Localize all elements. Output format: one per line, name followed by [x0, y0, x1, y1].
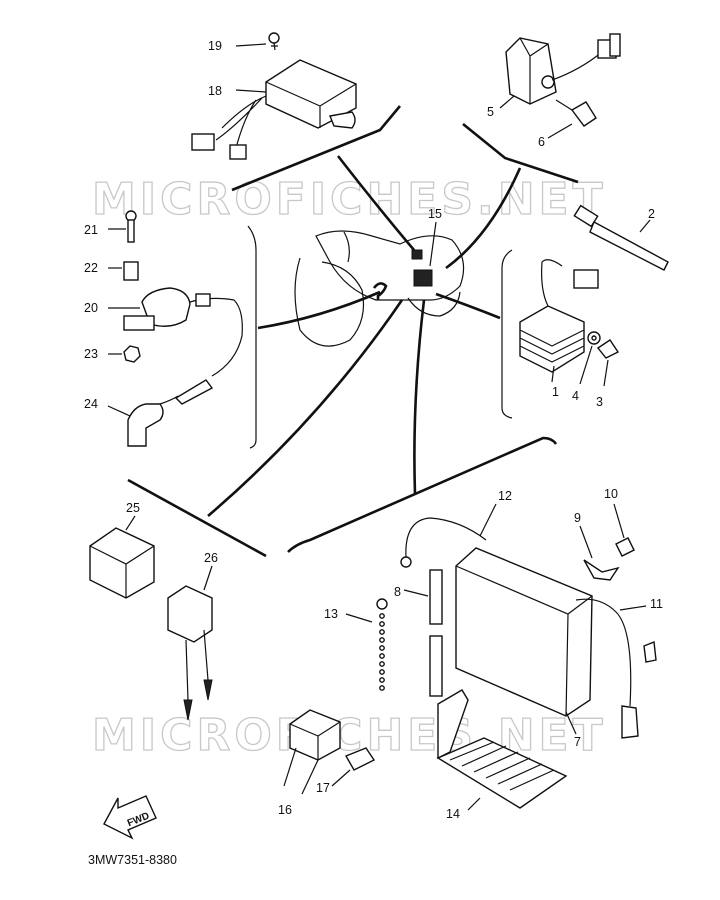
callout-18: 18: [208, 84, 222, 98]
callout-12: 12: [498, 489, 512, 503]
forward-arrow-icon: FWD: [103, 795, 157, 840]
bracket-9: [579, 525, 620, 581]
chain-bead: [379, 645, 385, 651]
ignition-coil-20: [108, 287, 243, 405]
callout-15: 15: [428, 207, 442, 221]
chain-ring: [376, 598, 388, 610]
battery-band-14: [436, 689, 568, 811]
watermark-bottom: MICROFICHES.NET: [92, 710, 607, 761]
breather-tube-8: [403, 569, 443, 697]
connector-17: [331, 747, 376, 787]
watermark-top: MICROFICHES.NET: [92, 174, 607, 225]
bolt-10: [613, 503, 635, 557]
callout-21: 21: [84, 223, 98, 237]
leader-13: [345, 613, 373, 623]
callout-20: 20: [84, 301, 98, 315]
chain-bead: [379, 629, 385, 635]
chain-bead: [379, 661, 385, 667]
relay-25: [89, 515, 155, 599]
callout-23: 23: [84, 347, 98, 361]
collar-22: [108, 261, 139, 281]
cdi-unit-18: [191, 59, 357, 160]
chain-bead: [379, 677, 385, 683]
chain-bead: [379, 613, 385, 619]
callout-8: 8: [394, 585, 401, 599]
diagram-code: 3MW7351-8380: [88, 853, 177, 867]
spark-plug-cap-24: [107, 395, 179, 447]
callout-24: 24: [84, 397, 98, 411]
leader-15: [429, 221, 437, 267]
callout-4: 4: [572, 389, 579, 403]
callout-25: 25: [126, 501, 140, 515]
battery-7: [455, 547, 657, 739]
callout-11: 11: [650, 597, 663, 611]
leader-11: [619, 605, 647, 611]
callout-1: 1: [552, 385, 559, 399]
callout-26: 26: [204, 551, 218, 565]
callout-9: 9: [574, 511, 581, 525]
callout-10: 10: [604, 487, 618, 501]
nut-23: [108, 345, 141, 363]
motorcycle-outline: [294, 230, 465, 347]
callout-13: 13: [324, 607, 338, 621]
callout-2: 2: [648, 207, 655, 221]
chain-bead: [379, 621, 385, 627]
cable-tie-2: [573, 204, 669, 271]
callout-14: 14: [446, 807, 460, 821]
callout-5: 5: [487, 105, 494, 119]
callout-17: 17: [316, 781, 330, 795]
washer-4: [579, 331, 601, 385]
bolt-21: [108, 210, 137, 243]
group-brackets: [127, 105, 579, 558]
callout-22: 22: [84, 261, 98, 275]
screw-3: [596, 339, 620, 387]
rectifier-1: [519, 259, 599, 383]
callout-16: 16: [278, 803, 292, 817]
callout-7: 7: [574, 735, 581, 749]
callout-19: 19: [208, 39, 222, 53]
relay-5: [499, 33, 621, 109]
chain-bead: [379, 637, 385, 643]
chain-bead: [379, 653, 385, 659]
callout-3: 3: [596, 395, 603, 409]
battery-cable-12: [400, 503, 497, 568]
screw-19: [235, 32, 280, 51]
chain-13: [376, 598, 388, 691]
callout-6: 6: [538, 135, 545, 149]
chain-bead: [379, 685, 385, 691]
flasher-relay-16: [283, 709, 341, 795]
chain-bead: [379, 669, 385, 675]
callout-labels: 1 2 3 4 5 6 7 8 9 10 11 12 13 14 15 16 1…: [84, 39, 663, 821]
leader-lines: [207, 155, 522, 517]
sensor-26: [167, 565, 213, 721]
bolt-6: [547, 99, 597, 139]
